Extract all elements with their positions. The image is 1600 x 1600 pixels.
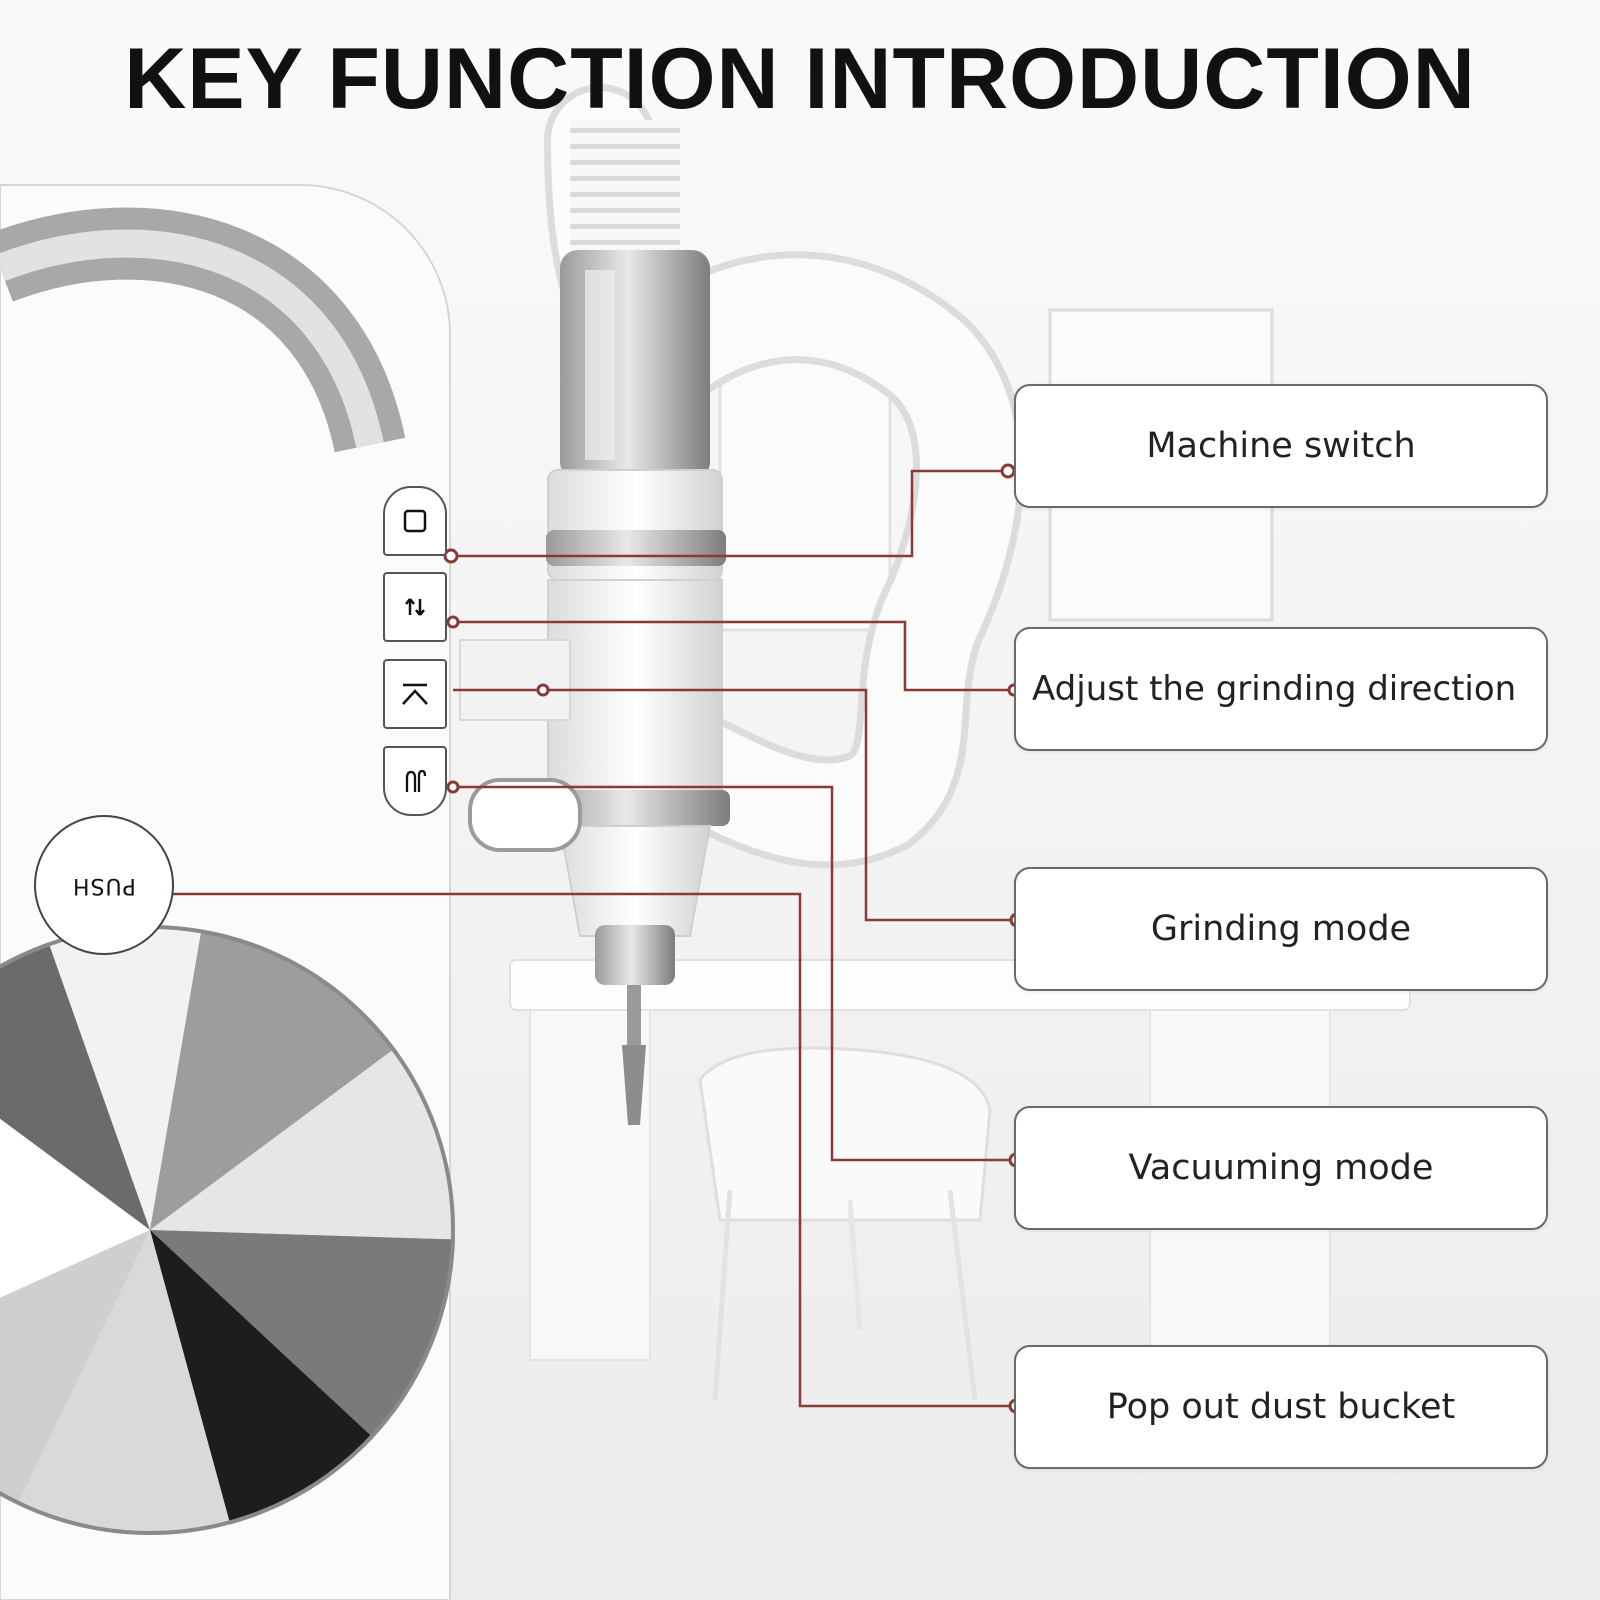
clear-canister: [560, 250, 710, 480]
push-label: PUSH: [72, 872, 136, 898]
grinding-direction-button[interactable]: [383, 572, 447, 642]
metal-ring: [546, 530, 726, 566]
drill-bit: [622, 1045, 646, 1125]
callout-vacuuming-mode: Vacuuming mode: [1014, 1106, 1548, 1230]
vacuuming-mode-button[interactable]: [383, 746, 447, 816]
rotate-arrows-icon: [405, 598, 425, 616]
page-title: KEY FUNCTION INTRODUCTION: [124, 31, 1476, 127]
square-power-icon: [403, 509, 427, 533]
callout-label: Adjust the grinding direction: [1032, 669, 1517, 709]
callout-label: Grinding mode: [1150, 909, 1412, 949]
chuck: [595, 925, 675, 985]
callout-label: Vacuuming mode: [1128, 1148, 1434, 1188]
leader-lines: [138, 469, 1017, 1408]
callout-machine-switch: Machine switch: [1014, 384, 1548, 508]
callout-pop-out-dust-bucket: Pop out dust bucket: [1014, 1345, 1548, 1469]
callout-grinding-direction: Adjust the grinding direction: [1014, 627, 1548, 751]
grinding-mode-button[interactable]: [383, 659, 447, 729]
push-button[interactable]: PUSH: [34, 815, 174, 955]
callout-label: Pop out dust bucket: [1106, 1387, 1456, 1427]
callout-label: Machine switch: [1146, 426, 1416, 466]
fan-blades-icon: [405, 769, 427, 792]
chevron-up-icon: [402, 683, 428, 705]
metal-ring: [540, 790, 730, 826]
machine-switch-button[interactable]: [383, 486, 447, 556]
chair: [698, 1046, 992, 1222]
callout-grinding-mode: Grinding mode: [1014, 867, 1548, 991]
